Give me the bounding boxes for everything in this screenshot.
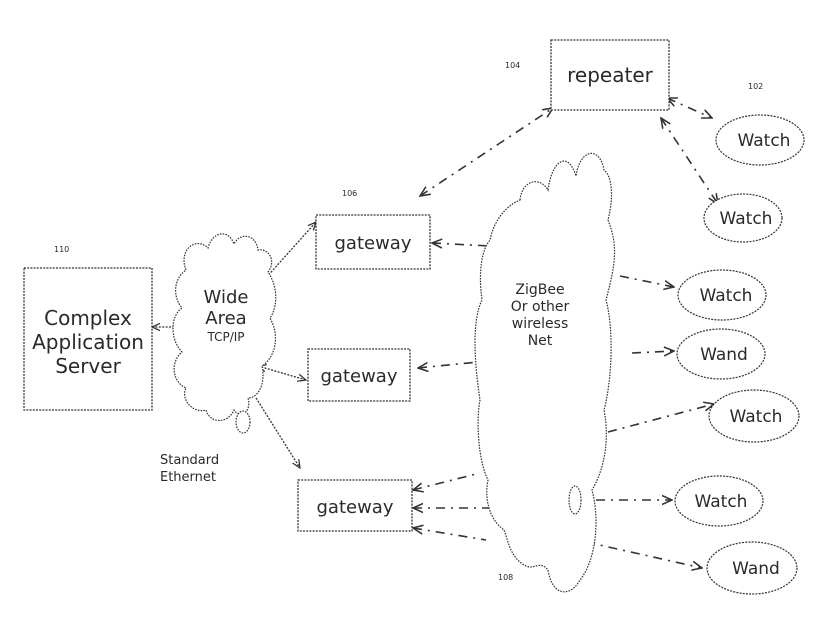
link-repeater-watch2 <box>661 118 718 204</box>
link-widearea-gateway1 <box>264 222 316 280</box>
device-label: Watch <box>720 209 773 229</box>
server-label-line2: Application <box>32 330 144 354</box>
repeater-label: repeater <box>567 63 653 87</box>
wireless-network-cloud-node[interactable]: ZigBee Or other wireless Net <box>475 153 615 591</box>
link-widearea-gateway3 <box>256 398 300 468</box>
device-label: Wand <box>700 345 748 365</box>
device-watch-1[interactable]: Watch <box>716 115 804 165</box>
gateway-label: gateway <box>321 366 398 387</box>
ethernet-label-line2: Ethernet <box>160 470 216 485</box>
device-watch-3[interactable]: Watch <box>678 270 766 320</box>
wireless-cloud-tail <box>569 486 581 514</box>
device-label: Watch <box>730 407 783 427</box>
ethernet-label-line1: Standard <box>160 453 219 468</box>
link-widearea-gateway2 <box>258 366 306 380</box>
link-wireless-wand1 <box>632 351 674 353</box>
repeater-node[interactable]: repeater <box>551 40 669 110</box>
wireless-label-line4: Net <box>528 333 553 349</box>
link-wireless-watch4 <box>608 404 714 432</box>
device-label: Watch <box>738 131 791 151</box>
device-label: Watch <box>700 286 753 306</box>
server-label-line1: Complex <box>44 306 132 330</box>
link-wireless-wand2 <box>586 542 702 568</box>
device-wand-1[interactable]: Wand <box>677 329 765 379</box>
ref-number-gateway: 106 <box>342 189 357 198</box>
ref-number-watch: 102 <box>748 82 763 91</box>
ref-number-network: 108 <box>498 573 513 582</box>
link-gateway2-wireless <box>418 362 478 368</box>
link-wireless-watch3 <box>620 276 674 287</box>
application-server-node[interactable]: Complex Application Server <box>24 268 152 410</box>
wireless-cloud-shape <box>475 153 615 591</box>
device-watch-5[interactable]: Watch <box>675 476 763 526</box>
device-label: Watch <box>695 492 748 512</box>
gateway-node-2[interactable]: gateway <box>308 349 410 401</box>
link-gateway3-wireless-c <box>413 528 486 540</box>
link-repeater-watch1 <box>667 98 712 118</box>
ref-number-server: 110 <box>54 245 69 254</box>
device-watch-2[interactable]: Watch <box>704 194 782 242</box>
gateway-label: gateway <box>335 233 412 254</box>
wireless-label-line3: wireless <box>512 316 569 332</box>
device-label: Wand <box>732 559 780 579</box>
gateway-node-1[interactable]: gateway <box>316 215 430 269</box>
gateway-label: gateway <box>317 497 394 518</box>
device-wand-2[interactable]: Wand <box>707 542 797 594</box>
wireless-label-line1: ZigBee <box>515 282 564 298</box>
wide-area-label-line1: Wide <box>204 287 249 308</box>
gateway-node-3[interactable]: gateway <box>298 480 412 531</box>
device-watch-4[interactable]: Watch <box>709 390 799 442</box>
server-label-line3: Server <box>55 354 121 378</box>
wide-area-cloud-node[interactable]: Wide Area TCP/IP <box>173 234 276 433</box>
wide-area-label-line3: TCP/IP <box>206 330 244 344</box>
link-gateway3-wireless-a <box>413 473 480 490</box>
wide-area-label-line2: Area <box>205 308 246 329</box>
wide-area-cloud-tail <box>236 411 250 433</box>
ref-number-repeater: 104 <box>505 61 520 70</box>
wireless-label-line2: Or other <box>511 299 570 315</box>
link-gateway1-wireless <box>432 243 490 246</box>
